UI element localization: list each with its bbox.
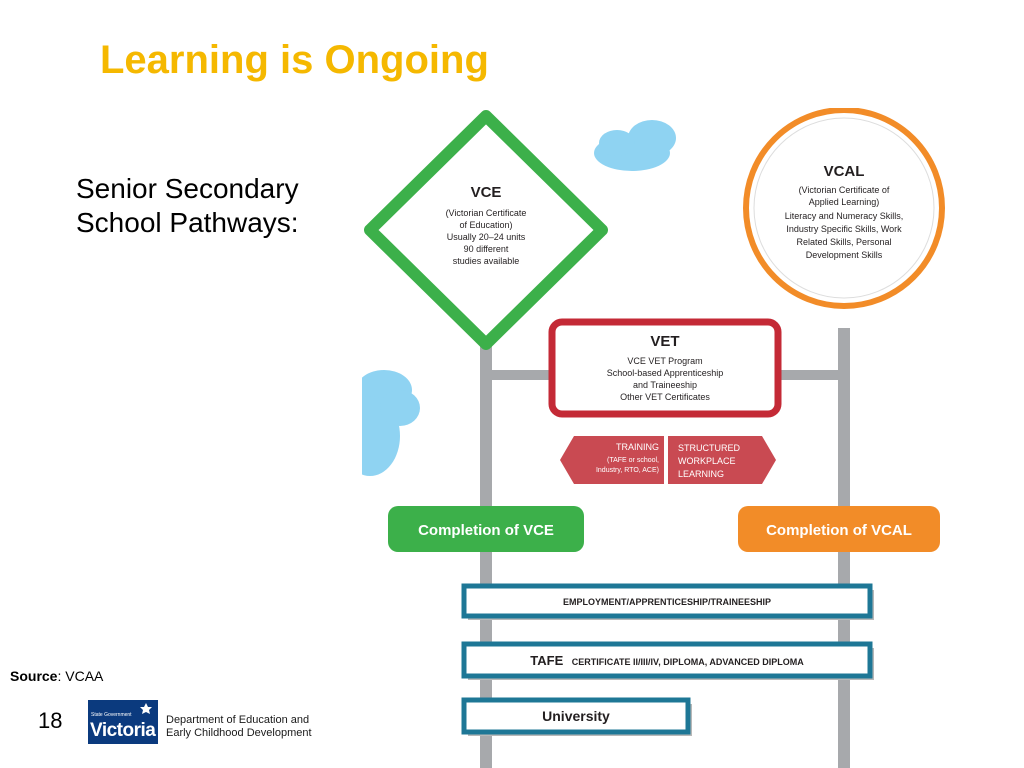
vet-line-4: Other VET Certificates [620, 392, 710, 402]
workplace-line-2: WORKPLACE [678, 456, 736, 466]
source-value: : VCAA [57, 668, 104, 684]
vcal-sign: VCAL (Victorian Certificate of Applied L… [743, 108, 945, 309]
vet-line-3: and Traineeship [633, 380, 697, 390]
vet-title: VET [650, 333, 679, 350]
source-note: Source: VCAA [10, 668, 103, 684]
cloud-top [594, 120, 676, 171]
vce-line-1: (Victorian Certificate [446, 208, 527, 218]
tafe-label: TAFE CERTIFICATE II/III/IV, DIPLOMA, ADV… [530, 652, 804, 669]
pathways-diagram: VCE (Victorian Certificate of Education)… [362, 108, 945, 768]
vcal-line-3: Literacy and Numeracy Skills, [785, 211, 904, 221]
vce-line-3: Usually 20–24 units [447, 232, 526, 242]
subtitle-line-1: Senior Secondary [76, 173, 299, 204]
star-icon [140, 703, 152, 714]
vcal-line-5: Related Skills, Personal [796, 237, 891, 247]
tafe-bold: TAFE [530, 653, 563, 668]
vce-line-5: studies available [453, 256, 520, 266]
department-line-1: Department of Education and [166, 714, 310, 726]
employment-bar: EMPLOYMENT/APPRENTICESHIP/TRAINEESHIP [461, 583, 874, 620]
slide-title: Learning is Ongoing [100, 38, 489, 82]
completion-vcal-label: Completion of VCAL [766, 522, 912, 539]
completion-vcal: Completion of VCAL [738, 506, 940, 552]
completion-vce-label: Completion of VCE [418, 522, 554, 539]
workplace-arrow: STRUCTURED WORKPLACE LEARNING [668, 436, 776, 484]
tafe-bar: TAFE CERTIFICATE II/III/IV, DIPLOMA, ADV… [461, 641, 874, 680]
vce-line-4: 90 different [464, 244, 509, 254]
department-name: Department of Education and Early Childh… [166, 714, 312, 740]
workplace-line-3: LEARNING [678, 469, 724, 479]
training-title: TRAINING [616, 442, 659, 452]
department-line-2: Early Childhood Development [166, 727, 312, 739]
training-arrow: TRAINING (TAFE or school, Industry, RTO,… [560, 436, 664, 484]
training-line-2: Industry, RTO, ACE) [596, 467, 659, 474]
cloud-left [362, 370, 420, 476]
source-label: Source [10, 668, 58, 684]
page-number: 18 [38, 708, 63, 733]
employment-label: EMPLOYMENT/APPRENTICESHIP/TRAINEESHIP [563, 597, 771, 607]
vcal-line-4: Industry Specific Skills, Work [786, 224, 902, 234]
vce-sign: VCE (Victorian Certificate of Education)… [364, 110, 608, 350]
subtitle-line-2: School Pathways: [76, 207, 299, 238]
vce-title: VCE [471, 184, 502, 201]
vce-line-2: of Education) [459, 220, 512, 230]
vcal-line-2: Applied Learning) [809, 197, 880, 207]
vcal-title: VCAL [824, 163, 865, 180]
victoria-logo-mark: State Government Victoria [88, 700, 158, 744]
logo-big-text: Victoria [90, 720, 156, 741]
tafe-rest: CERTIFICATE II/III/IV, DIPLOMA, ADVANCED… [572, 657, 805, 667]
logo-small-text: State Government [91, 712, 132, 718]
vcal-line-1: (Victorian Certificate of [799, 185, 890, 195]
completion-vce: Completion of VCE [388, 506, 584, 552]
university-bar: University [461, 697, 692, 736]
university-label: University [542, 708, 610, 724]
vet-line-1: VCE VET Program [627, 356, 702, 366]
slide-subtitle: Senior Secondary School Pathways: [76, 172, 299, 240]
training-line-1: (TAFE or school, [607, 457, 659, 464]
workplace-line-1: STRUCTURED [678, 443, 740, 453]
vcal-line-6: Development Skills [806, 250, 883, 260]
vet-sign: VET VCE VET Program School-based Apprent… [548, 318, 782, 418]
vet-line-2: School-based Apprenticeship [607, 368, 724, 378]
victoria-logo: State Government Victoria Department of … [88, 700, 328, 748]
